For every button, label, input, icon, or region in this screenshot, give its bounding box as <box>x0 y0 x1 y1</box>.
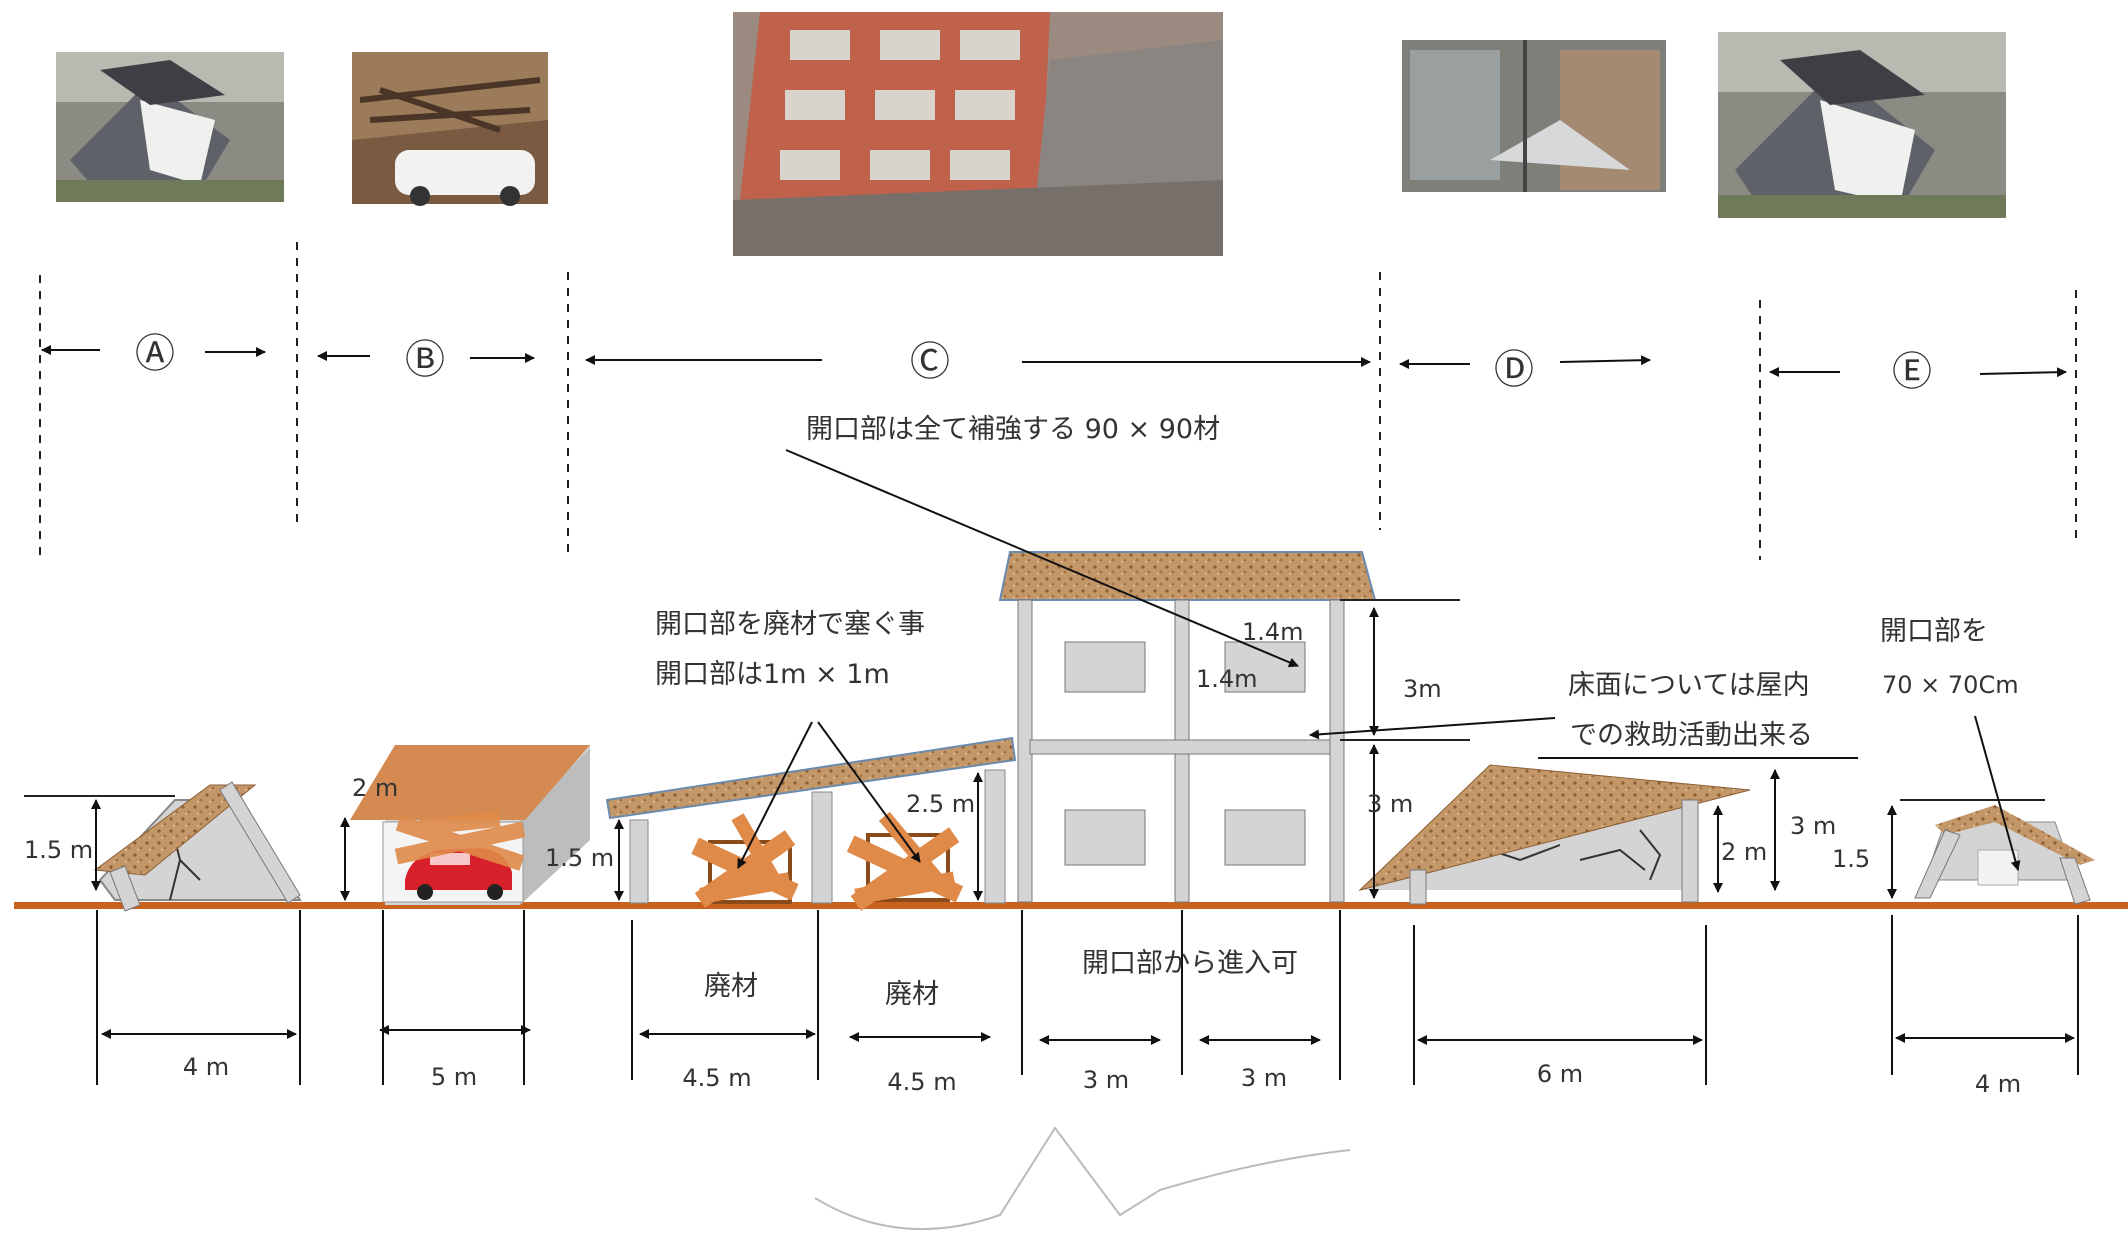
opening-70x70 <box>1977 849 2019 886</box>
ground-line <box>14 902 2128 909</box>
photo-e <box>1718 32 2006 218</box>
width-dimensions <box>101 1025 2075 1045</box>
height-label-window-h: 1.4m <box>1196 665 1258 693</box>
label-debris-2: 廃材 <box>885 979 939 1010</box>
height-label-floor-upper: 3m <box>1403 675 1442 703</box>
zone-arrow <box>1559 355 1651 366</box>
photo-b <box>352 52 548 206</box>
stray-pen-stroke <box>814 1126 1351 1231</box>
width-label-c4: 3 m <box>1241 1064 1287 1092</box>
window <box>1224 809 1306 866</box>
zone-label-b: Ⓑ <box>405 337 445 383</box>
structure-e-collapsed-house <box>1900 799 2095 905</box>
window <box>1064 641 1146 693</box>
debris-pile-1 <box>691 813 799 908</box>
zone-arrows <box>41 345 2067 378</box>
height-label-e: 1.5 <box>1832 845 1870 873</box>
leader-floor <box>1309 717 1556 740</box>
structure-c-two-storey-building <box>998 551 1470 903</box>
structure-b-car-house <box>350 745 590 905</box>
annotation-block-line2: 開口部は1m × 1m <box>655 659 890 690</box>
width-label-c3: 3 m <box>1083 1066 1129 1094</box>
height-label-c-wall: 2.5 m <box>906 790 975 818</box>
zone-label-d: Ⓓ <box>1494 347 1534 393</box>
width-label-c2: 4.5 m <box>887 1068 956 1096</box>
zone-label-e: Ⓔ <box>1892 349 1932 395</box>
height-label-window-w: 1.4m <box>1242 618 1304 646</box>
leader-reinforce <box>785 449 1299 668</box>
width-dimension-ticks <box>96 910 2079 1085</box>
debris-pile-2 <box>846 811 964 911</box>
photo-a <box>56 52 284 202</box>
debris-beams <box>394 810 526 871</box>
width-label-c1: 4.5 m <box>682 1064 751 1092</box>
zone-arrow <box>1979 367 2067 378</box>
width-label-e: 4 m <box>1975 1070 2021 1098</box>
photo-d <box>1402 40 1666 192</box>
leader-opening-e <box>1974 715 2021 871</box>
height-label-c-low: 1.5 m <box>545 844 614 872</box>
annotation-opening-e-line2: 70 × 70Cm <box>1882 671 2019 699</box>
height-label-d-outer: 3 m <box>1790 812 1836 840</box>
annotation-entry: 開口部から進入可 <box>1082 948 1298 979</box>
height-label-d-inner: 2 m <box>1721 838 1767 866</box>
callout-leaders <box>737 449 2021 871</box>
zone-boundaries <box>39 242 2077 560</box>
zone-label-a: Ⓐ <box>135 331 175 377</box>
annotation-opening-e-line1: 開口部を <box>1880 616 1988 647</box>
photo-c <box>733 12 1223 256</box>
leader-block-1 <box>737 721 813 869</box>
leader-block-2 <box>817 721 921 863</box>
window <box>1064 809 1146 866</box>
annotation-floor-line1: 床面については屋内 <box>1568 670 1810 701</box>
structure-d-collapsed-floor <box>1358 757 1858 905</box>
width-label-d: 6 m <box>1537 1060 1583 1088</box>
height-label-floor-lower: 3 m <box>1367 790 1413 818</box>
height-dimensions <box>91 607 1897 901</box>
annotation-block-line1: 開口部を廃材で塞ぐ事 <box>655 609 925 640</box>
structure-a-collapsed-house <box>24 781 302 912</box>
label-debris-1: 廃材 <box>704 971 758 1002</box>
width-label-a: 4 m <box>183 1053 229 1081</box>
annotation-floor-line2: での救助活動出来る <box>1570 720 1813 751</box>
annotation-reinforce: 開口部は全て補強する 90 × 90材 <box>806 414 1220 445</box>
width-label-b: 5 m <box>431 1063 477 1091</box>
height-label-b: 2 m <box>352 774 398 802</box>
zone-label-c: Ⓒ <box>910 339 950 385</box>
structure-c-lean-to <box>605 736 1017 911</box>
height-label-a: 1.5 m <box>24 836 93 864</box>
